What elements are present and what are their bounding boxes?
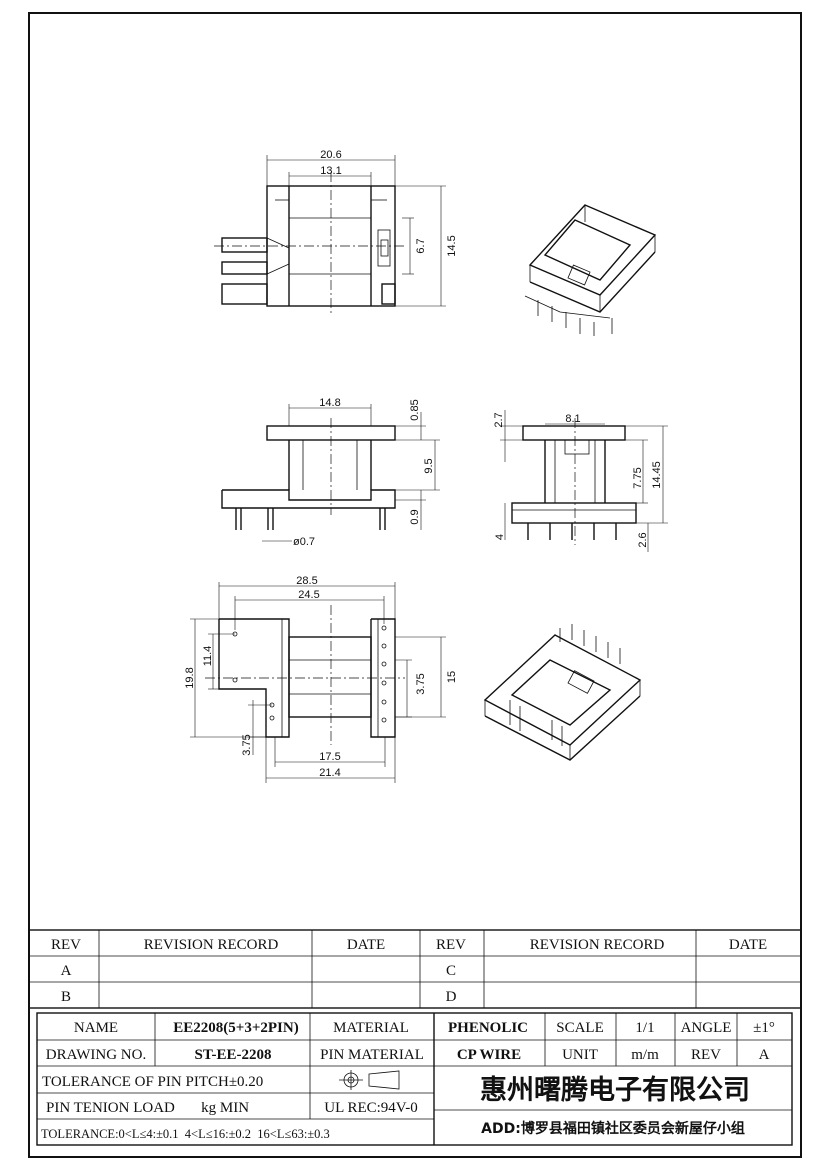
revision-table: REV REVISION RECORD DATE REV REVISION RE… bbox=[28, 929, 802, 1009]
dim-top-height-outer: 14.5 bbox=[446, 235, 458, 256]
dim-top-width-inner: 13.1 bbox=[320, 165, 341, 177]
pin-material-value: CP WIRE bbox=[457, 1047, 521, 1063]
material-label: MATERIAL bbox=[333, 1020, 409, 1036]
rev-header-right: REV bbox=[436, 937, 466, 953]
dim-top-width-outer: 20.6 bbox=[320, 149, 341, 161]
unit-value: m/m bbox=[631, 1047, 659, 1063]
dim-top-height-inner: 6.7 bbox=[415, 238, 427, 253]
rev-b: B bbox=[61, 989, 71, 1005]
dim-bottom-outer-width: 28.5 bbox=[296, 575, 317, 587]
iso-view-top bbox=[524, 204, 657, 336]
dim-front-height: 9.5 bbox=[423, 458, 435, 473]
projection-symbol-icon bbox=[339, 1070, 400, 1090]
angle-label: ANGLE bbox=[681, 1020, 732, 1036]
dim-bottom-inner-height: 3.75 bbox=[415, 673, 427, 694]
bottom-view: 28.5 24.5 19.8 11.4 3.75 3.75 15 17.5 21… bbox=[184, 575, 458, 783]
dim-front-flange: 0.85 bbox=[409, 399, 421, 420]
dim-front-window: 14.8 bbox=[319, 397, 340, 409]
dim-side-top: 2.7 bbox=[493, 412, 505, 427]
rev-header-left: REV bbox=[51, 937, 81, 953]
company-name: 惠州曙腾电子有限公司 bbox=[480, 1075, 750, 1106]
rev-value: A bbox=[759, 1047, 770, 1063]
front-view: 14.8 0.85 9.5 0.9 ø0.7 bbox=[221, 397, 440, 548]
title-block: NAME EE2208(5+3+2PIN) MATERIAL PHENOLIC … bbox=[36, 1012, 793, 1146]
dim-side-base-height: 2.6 bbox=[637, 532, 649, 547]
dim-bottom-total-height: 15 bbox=[446, 671, 458, 683]
scale-value: 1/1 bbox=[635, 1020, 654, 1036]
company-address: ADD:博罗县福田镇社区委员会新屋仔小组 bbox=[481, 1120, 745, 1137]
pin-tension: PIN TENION LOAD kg MIN bbox=[46, 1100, 249, 1116]
side-view: 8.1 2.7 4 7.75 14.45 2.6 bbox=[493, 410, 668, 552]
date-header-left: DATE bbox=[347, 937, 385, 953]
pin-pitch-tolerance: TOLERANCE OF PIN PITCH±0.20 bbox=[42, 1074, 263, 1090]
material-value: PHENOLIC bbox=[448, 1020, 528, 1036]
rev-c: C bbox=[446, 963, 456, 979]
dim-bottom-pin-span: 24.5 bbox=[298, 589, 319, 601]
dim-front-pin-dia: ø0.7 bbox=[293, 536, 315, 548]
rev-label: REV bbox=[691, 1047, 721, 1063]
revision-record-header-left: REVISION RECORD bbox=[144, 937, 279, 953]
drawing-no-label: DRAWING NO. bbox=[46, 1047, 146, 1063]
rev-a: A bbox=[61, 963, 72, 979]
name-value: EE2208(5+3+2PIN) bbox=[173, 1020, 298, 1036]
angle-value: ±1° bbox=[753, 1020, 775, 1036]
iso-view-bottom bbox=[483, 624, 642, 761]
scale-label: SCALE bbox=[556, 1020, 604, 1036]
ul-rec: UL REC:94V-0 bbox=[324, 1100, 417, 1116]
outer-border bbox=[28, 12, 802, 1158]
tolerance-note: TOLERANCE:0<L≤4:±0.1 4<L≤16:±0.2 16<L≤63… bbox=[41, 1127, 330, 1141]
date-header-right: DATE bbox=[729, 937, 767, 953]
dim-bottom-base: 21.4 bbox=[319, 767, 340, 779]
top-view: 20.6 13.1 6.7 14.5 bbox=[214, 149, 458, 316]
dim-bottom-pin-row: 11.4 bbox=[202, 646, 214, 667]
rev-d: D bbox=[446, 989, 457, 1005]
pin-material-label: PIN MATERIAL bbox=[320, 1047, 424, 1063]
unit-label: UNIT bbox=[562, 1047, 598, 1063]
name-label: NAME bbox=[74, 1020, 118, 1036]
dim-side-total-height: 14.45 bbox=[651, 461, 663, 489]
dim-bottom-outer-height: 19.8 bbox=[184, 667, 196, 688]
dim-side-window: 8.1 bbox=[565, 413, 580, 425]
drawing-no-value: ST-EE-2208 bbox=[195, 1047, 272, 1063]
dim-side-inner-height: 7.75 bbox=[632, 467, 644, 488]
revision-record-header-right: REVISION RECORD bbox=[530, 937, 665, 953]
dim-bottom-pin-offset: 3.75 bbox=[241, 734, 253, 755]
dim-bottom-window: 17.5 bbox=[319, 751, 340, 763]
dim-front-base: 0.9 bbox=[409, 509, 421, 524]
dim-side-pin-height: 4 bbox=[494, 534, 506, 540]
